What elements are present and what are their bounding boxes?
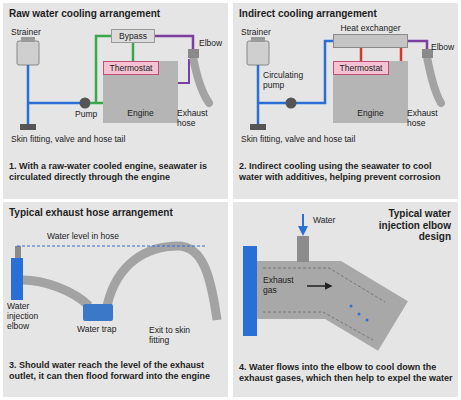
part-label: Skin fitting, valve and hose tail [241, 135, 411, 145]
part-label: Exhaust gas [263, 276, 305, 296]
panel-title: Raw water cooling arrangement [9, 8, 221, 20]
part-label: Elbow [431, 43, 457, 53]
panel: Raw water cooling arrangement 1. With a r… [3, 3, 228, 199]
pipe-connector [360, 48, 363, 61]
part-label: Water injection elbow [7, 302, 51, 331]
part-label: Skin fitting, valve and hose tail [11, 135, 181, 145]
part-label: Strainer [241, 28, 301, 38]
caption: 4. Water flows into the elbow to cool do… [239, 362, 453, 384]
thermostat-box: Thermostat [333, 61, 389, 75]
panel: Typical water injection elbow design 4. W… [233, 202, 458, 397]
part-label: Strainer [11, 28, 71, 38]
heat-exchanger-box: Heat exchanger [333, 34, 408, 48]
box-label: Thermostat [110, 64, 153, 73]
part-label: Elbow [199, 39, 227, 49]
box-label: Engine [127, 109, 153, 118]
panel-title: Typical water injection elbow design [353, 208, 451, 243]
raw-water-drawing [17, 36, 209, 130]
panel-title: Typical exhaust hose arrangement [9, 207, 221, 219]
bypass-box: Bypass [111, 29, 155, 43]
exhaust-hose-drawing [11, 246, 217, 321]
panel: Typical exhaust hose arrangement 3. Shoul… [3, 202, 228, 397]
part-label: Exhaust hose [407, 109, 455, 129]
injection-elbow-drawing [243, 214, 393, 340]
panel-title: Indirect cooling arrangement [239, 8, 451, 20]
box-label: Heat exchanger [340, 24, 400, 33]
indirect-drawing [247, 37, 441, 130]
caption: 1. With a raw-water cooled engine, seawa… [9, 161, 223, 183]
pipe-connector [132, 43, 135, 61]
box-label: Engine [357, 109, 383, 118]
part-label: Pump [75, 110, 115, 120]
engine-box: Engine Thermostat [103, 61, 178, 123]
part-label: Water level in hose [47, 232, 177, 242]
part-label: Water [313, 216, 353, 226]
engine-box: Engine Thermostat [333, 61, 408, 123]
caption: 2. Indirect cooling using the seawater t… [239, 161, 453, 183]
part-label: Exhaust hose [177, 109, 225, 129]
box-label: Thermostat [340, 64, 383, 73]
panel: Indirect cooling arrangement 2. Indirect … [233, 3, 458, 199]
box-label: Bypass [119, 32, 147, 41]
thermostat-box: Thermostat [103, 61, 159, 75]
part-label: Circulating pump [263, 71, 315, 91]
caption: 3. Should water reach the level of the e… [9, 360, 223, 382]
part-label: Exit to skin fitting [149, 326, 211, 346]
part-label: Water trap [77, 325, 137, 335]
